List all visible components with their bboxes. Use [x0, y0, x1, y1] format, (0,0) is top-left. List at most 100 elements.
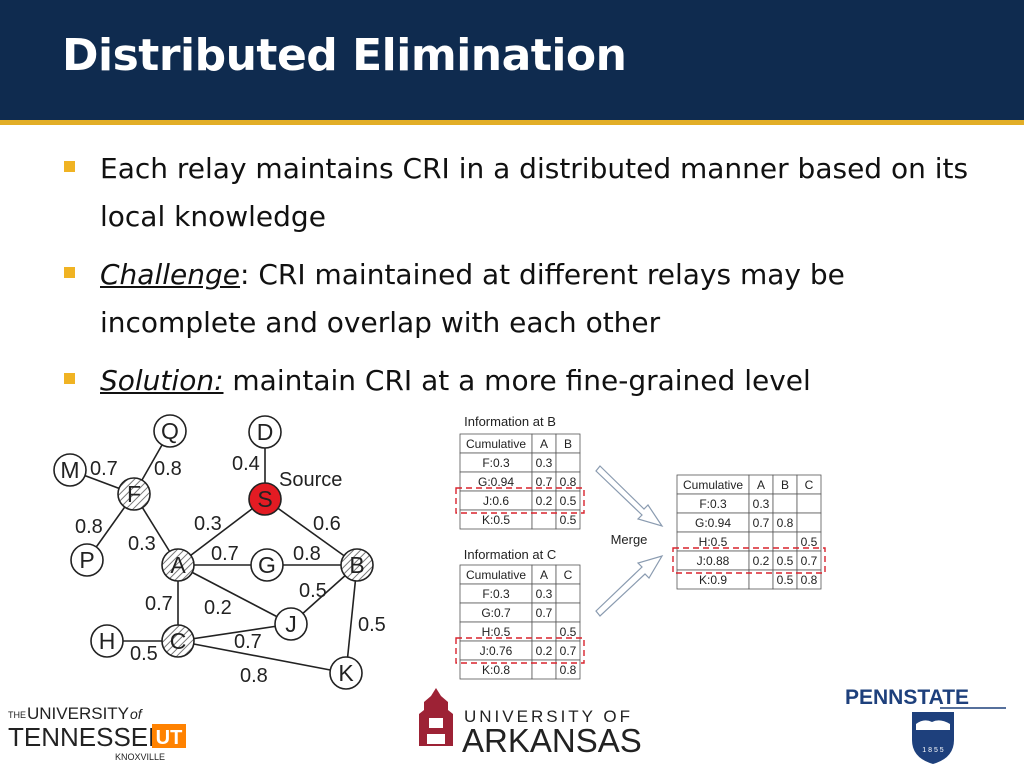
svg-text:D: D	[257, 419, 274, 445]
graph-node: P	[70, 543, 104, 577]
table-header-row: Cumulative A B C	[676, 474, 822, 495]
table-cell: J:0.6	[483, 494, 509, 508]
table-cell: H:0.5	[699, 535, 728, 549]
svg-text:UT: UT	[156, 727, 183, 749]
table-cell: 0.8	[560, 475, 577, 489]
svg-text:of: of	[130, 706, 144, 722]
bullet-text: Each relay maintains CRI in a distribute…	[100, 152, 969, 233]
edge-weight-label: 0.6	[313, 513, 341, 535]
table-cell: G:0.7	[481, 606, 511, 620]
bullet-list: Each relay maintains CRI in a distribute…	[62, 145, 982, 415]
edge-weight-label: 0.8	[75, 516, 103, 538]
svg-text:PENNSTATE: PENNSTATE	[845, 688, 969, 709]
table-c-caption: Information at C	[464, 547, 557, 562]
table-cell: 0.5	[560, 513, 577, 527]
svg-text:C: C	[170, 628, 187, 654]
table-cell: 0.7	[560, 644, 577, 658]
title-bar: Distributed Elimination	[0, 0, 1024, 125]
table-cell: G:0.94	[695, 516, 731, 530]
bullet-item: Each relay maintains CRI in a distribute…	[62, 145, 982, 241]
svg-text:1 8 5 5: 1 8 5 5	[922, 747, 944, 754]
table-cell: 0.8	[801, 573, 818, 587]
edge-weight-label: 0.7	[145, 593, 173, 615]
graph-node: Q	[153, 414, 187, 448]
svg-text:F: F	[127, 481, 141, 507]
svg-text:M: M	[60, 457, 79, 483]
source-label: Source	[279, 469, 342, 491]
table-cell: K:0.5	[482, 513, 510, 527]
edge-weight-label: 0.8	[240, 665, 268, 687]
table-cell: 0.5	[560, 494, 577, 508]
svg-text:ARKANSAS: ARKANSAS	[462, 722, 642, 759]
table-cell: 0.3	[753, 497, 770, 511]
merge-arrow-icon	[595, 465, 664, 528]
bullet-lead: Solution:	[100, 364, 224, 397]
edge-weight-label: 0.5	[358, 614, 386, 636]
table-cell: 0.5	[560, 625, 577, 639]
bullet-lead: Challenge	[100, 258, 240, 291]
edge-weight-label: 0.8	[293, 543, 321, 565]
table-cell: K:0.8	[482, 663, 510, 677]
table-cell: Cumulative	[683, 478, 743, 492]
table-cell: 0.2	[536, 494, 553, 508]
svg-text:UNIVERSITY OF: UNIVERSITY OF	[464, 707, 633, 726]
graph-nodes: Q D M F S P A G B J H C K	[53, 414, 374, 690]
bullet-marker-icon	[64, 267, 75, 278]
graph-node: G	[250, 548, 284, 582]
table-cell: J:0.76	[480, 644, 513, 658]
table-cell: G:0.94	[478, 475, 514, 489]
table-b-caption: Information at B	[464, 414, 556, 429]
merge-arrow-icon	[595, 554, 664, 617]
table-cell: 0.3	[536, 456, 553, 470]
table-cell: 0.8	[777, 516, 794, 530]
bullet-marker-icon	[64, 373, 75, 384]
graph-node: K	[329, 656, 363, 690]
table-cell: 0.2	[536, 644, 553, 658]
svg-text:J: J	[285, 611, 297, 637]
edge-weight-label: 0.5	[299, 580, 327, 602]
table-cell: F:0.3	[482, 456, 510, 470]
graph-node: F	[117, 477, 151, 511]
svg-text:Q: Q	[161, 418, 179, 444]
graph-node: J	[274, 607, 308, 641]
bullet-item: Solution: maintain CRI at a more fine-gr…	[62, 357, 982, 405]
table-cell: C	[564, 568, 573, 582]
highlight-box	[455, 487, 585, 514]
table-cell: A	[757, 478, 765, 492]
graph-node: H	[90, 624, 124, 658]
table-cell: B	[781, 478, 789, 492]
graph-node: B	[340, 548, 374, 582]
graph-node: D	[248, 415, 282, 449]
table-cell: K:0.9	[699, 573, 727, 587]
table-cell: J:0.88	[697, 554, 730, 568]
svg-text:THE: THE	[8, 710, 26, 720]
highlight-box	[455, 637, 585, 664]
table-cell: 0.5	[777, 554, 794, 568]
table-cell: 0.2	[753, 554, 770, 568]
merge-arrows	[595, 465, 664, 617]
edge-weight-label: 0.7	[211, 543, 239, 565]
table-cell: Cumulative	[466, 437, 526, 451]
table-cell: C	[805, 478, 814, 492]
svg-text:TENNESSEE: TENNESSEE	[8, 722, 166, 752]
graph-node: A	[161, 548, 195, 582]
svg-text:A: A	[170, 552, 186, 578]
source-node: S	[248, 482, 282, 516]
table-cell: Cumulative	[466, 568, 526, 582]
table-row: J:0.76 0.2 0.7	[459, 640, 581, 661]
graph-node: M	[53, 453, 87, 487]
edge-weight-label: 0.3	[194, 513, 222, 535]
svg-text:S: S	[257, 486, 272, 512]
highlight-box	[672, 547, 826, 574]
edge-weight-label: 0.8	[154, 458, 182, 480]
slide-title: Distributed Elimination	[62, 30, 627, 81]
